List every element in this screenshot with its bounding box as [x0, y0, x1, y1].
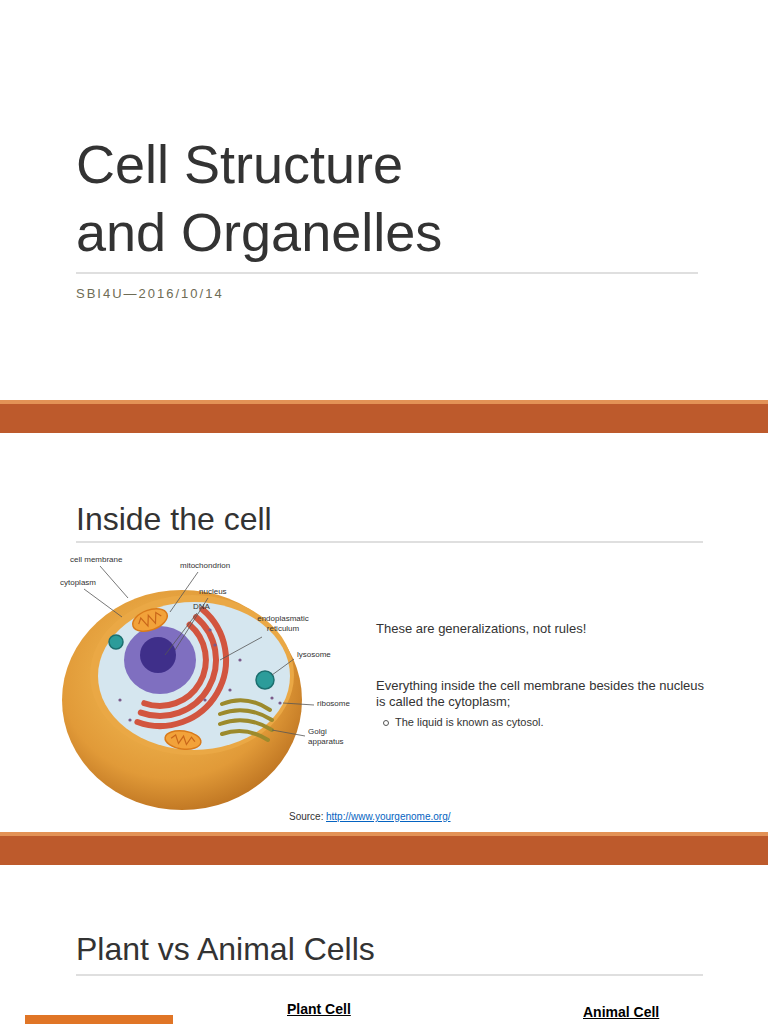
title-rule [76, 542, 703, 543]
part-name: mitochondrion [180, 561, 230, 571]
part-name: DNA [193, 602, 210, 612]
mitochondrion-shape [130, 604, 171, 635]
part-name: Golgi apparatus [308, 727, 350, 746]
ribosome-dots [118, 628, 281, 721]
lysosome-shape [109, 635, 123, 649]
mitochondrion-shape [164, 729, 202, 752]
bullet-mark [384, 721, 389, 726]
band-highlight [0, 832, 768, 836]
title-rule [76, 975, 703, 976]
column-heading: Animal Cell [583, 1004, 659, 1021]
lysosome-shape [256, 671, 274, 689]
body-text: These are generalizations, not rules! [376, 621, 586, 637]
nucleus-shape [124, 626, 196, 694]
cell-illustration [62, 566, 314, 810]
slide-title: Plant vs Animal Cells [76, 930, 375, 968]
source-link: http://www.yourgenome.org/ [326, 811, 451, 823]
body-text: Everything inside the cell membrane besi… [376, 678, 706, 709]
part-name: endoplasmatic reticulum [252, 614, 314, 633]
part-name: ribosome [317, 699, 350, 709]
slide-title: Inside the cell [76, 500, 272, 538]
cytoplasm-face [98, 602, 290, 750]
title-rule [76, 273, 698, 274]
nucleolus-shape [140, 637, 176, 673]
bullet-text: The liquid is known as cytosol. [395, 716, 544, 729]
band-highlight [0, 400, 768, 404]
slide-subtitle: SBI4U—2016/10/14 [76, 286, 224, 302]
slide-divider-band [0, 836, 768, 865]
part-name: lysosome [297, 650, 331, 660]
slide-title: Cell Structure and Organelles [76, 130, 506, 266]
part-name: nucleus [199, 587, 227, 597]
part-name: cytoplasm [60, 578, 96, 588]
source-label: Source: [289, 811, 323, 823]
column-heading: Plant Cell [287, 1001, 351, 1018]
orange-tab [25, 1015, 173, 1024]
leader-lines [84, 566, 314, 736]
golgi-shape [220, 700, 272, 740]
part-name: cell membrane [70, 555, 122, 565]
slide-divider-band [0, 404, 768, 433]
